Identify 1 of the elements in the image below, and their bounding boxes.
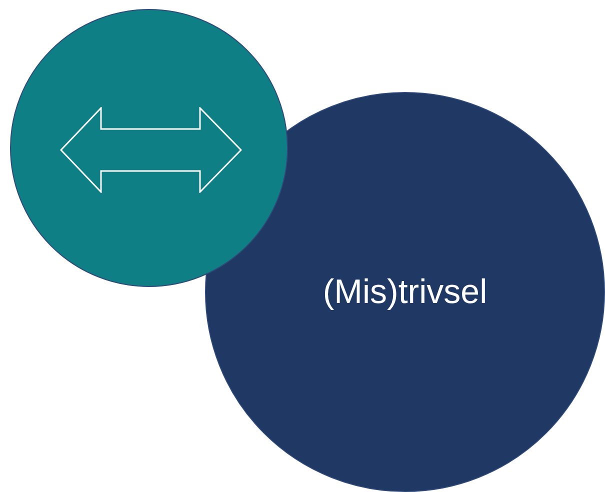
node-label: (Mis)trivsel xyxy=(322,272,488,312)
